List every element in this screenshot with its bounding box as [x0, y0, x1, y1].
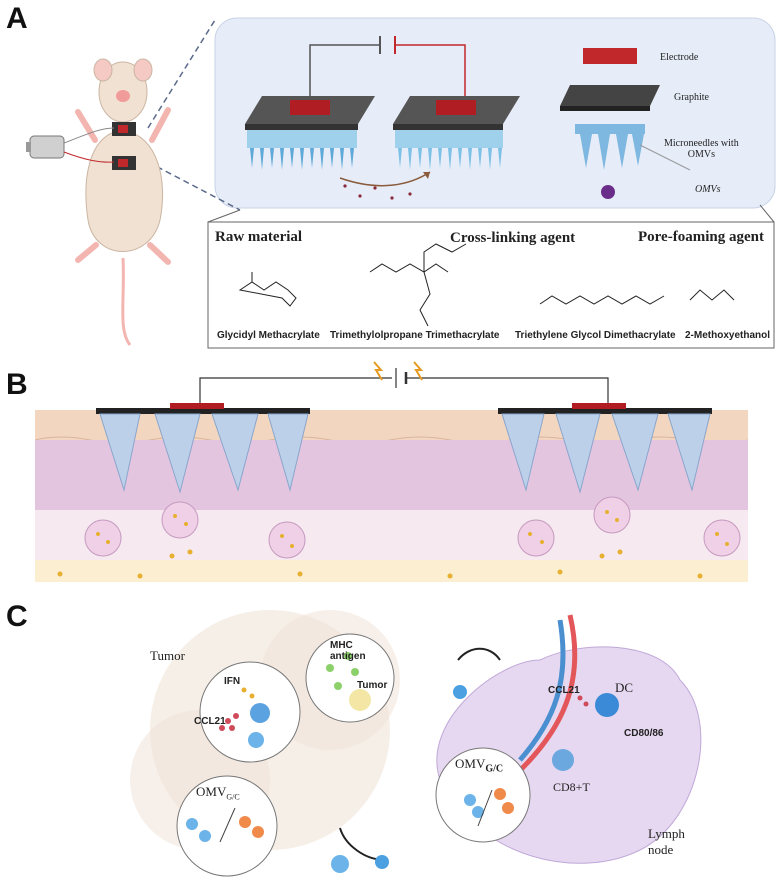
- zoom-circle-4: [435, 747, 531, 843]
- label-tumor: Tumor: [150, 648, 185, 663]
- label-pore-foaming: Pore-foaming agent: [638, 229, 764, 245]
- compound-2: Trimethylolpropane Trimethacrylate: [330, 330, 500, 341]
- label-ccl21-tumor: CCL21: [194, 716, 226, 727]
- zoom-circle-1: [199, 661, 301, 763]
- mouse-illustration: [26, 58, 171, 346]
- release-arrow: [339, 171, 431, 187]
- compound-3: Triethylene Glycol Dimethacrylate: [515, 330, 676, 341]
- patch-b-right-graphite: [498, 408, 712, 414]
- label-graphite: Graphite: [674, 92, 709, 103]
- wire-red: [395, 44, 466, 100]
- label-raw-material: Raw material: [215, 229, 303, 245]
- dashed-connector-top: [147, 19, 216, 129]
- label-cd8: CD8+T: [553, 780, 590, 794]
- microneedle-layer: [575, 124, 645, 170]
- molecule-sketches: [238, 243, 735, 327]
- label-tumor-cell: Tumor: [357, 680, 388, 691]
- panel-b-letter: B: [6, 368, 28, 401]
- arrow-c-top: [457, 647, 501, 661]
- dashed-connector-bottom: [147, 161, 241, 211]
- wire-gray: [309, 44, 380, 100]
- panel-b-vesicles: [84, 496, 741, 559]
- panel-b-needles: [99, 413, 711, 494]
- omv-sphere: [601, 185, 615, 199]
- label-cd80: CD80/86: [624, 728, 664, 739]
- label-dc: DC: [615, 680, 634, 695]
- patch-right: [393, 96, 520, 170]
- chemistry-box: [207, 221, 775, 349]
- panel-c-lymph-node: [435, 614, 702, 864]
- compound-1: Glycidyl Methacrylate: [217, 330, 320, 341]
- label-electrode: Electrode: [660, 52, 699, 63]
- panel-a-letter: A: [6, 2, 28, 35]
- label-omvs: OMVs: [695, 184, 721, 195]
- label-ccl21-dc: CCL21: [548, 685, 580, 696]
- label-microneedles: Microneedles with OMVs: [664, 138, 739, 160]
- panel-b-particles: [57, 510, 729, 579]
- electrode-layer: [583, 48, 637, 64]
- label-omv-gc-2: OMVG/C: [455, 756, 504, 775]
- panel-b-circuit: [199, 368, 609, 408]
- panel-c-cells: [186, 652, 371, 843]
- panel-b-skin: [34, 410, 749, 582]
- label-crosslinking: Cross-linking agent: [450, 230, 576, 246]
- patch-b-left-graphite: [96, 408, 310, 414]
- compound-4: 2-Methoxyethanol: [685, 330, 771, 341]
- patch-left: [245, 96, 375, 170]
- graphite-layer: [560, 85, 660, 106]
- label-omv-gc-1: OMVG/C: [196, 784, 240, 802]
- label-mhc-antigen: MHC antigen: [330, 640, 366, 662]
- label-lymph-node: Lymph node: [648, 826, 685, 857]
- arrow-c-bottom: [339, 827, 386, 861]
- zoom-circle-2: [305, 633, 395, 723]
- label-ifn: IFN: [224, 676, 241, 687]
- panel-c-letter: C: [6, 600, 28, 633]
